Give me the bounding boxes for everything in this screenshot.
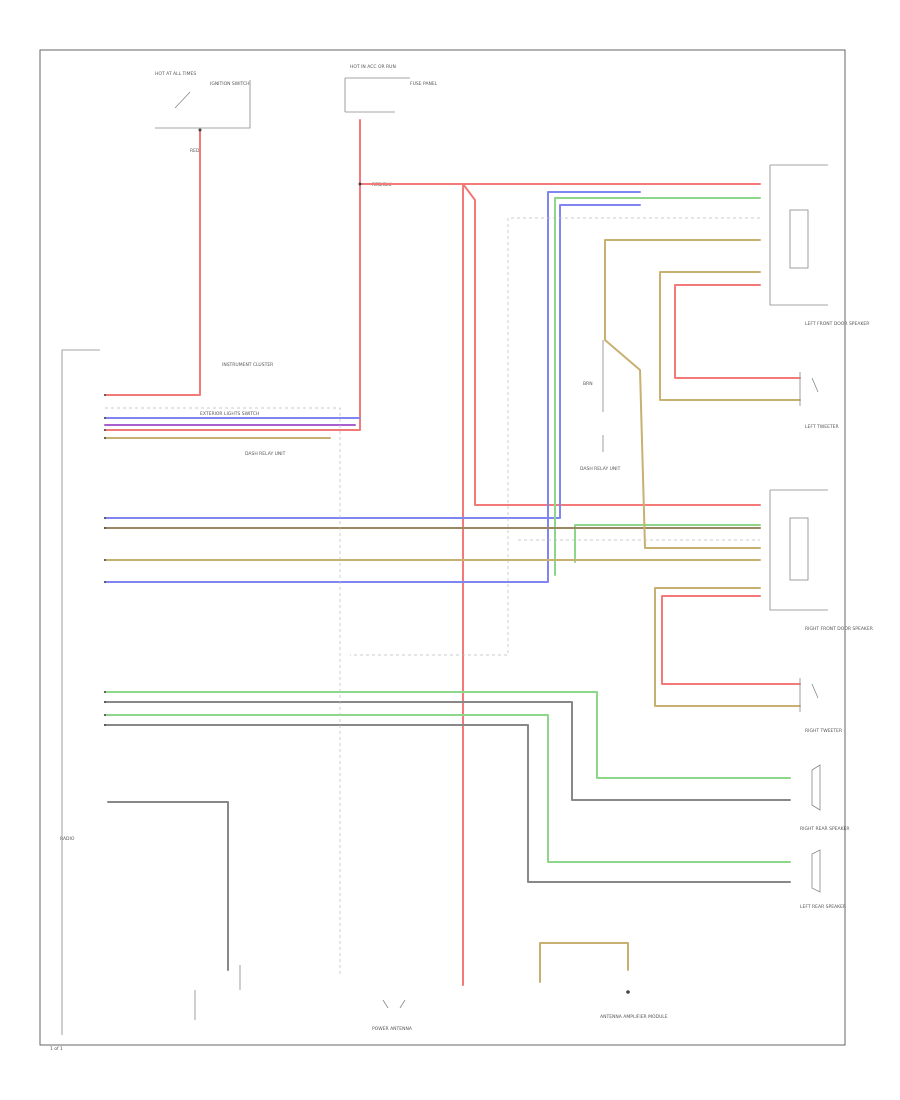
right-rear-speaker-label: RIGHT REAR SPEAKER [800,826,850,832]
wire-blue-right-door [104,204,641,519]
radio-connector-pins [104,394,106,726]
left-door-speaker-box [769,164,828,306]
right-door-speaker-icon [789,517,809,581]
right-door-speaker-label: RIGHT FRONT DOOR SPEAKER [805,626,873,632]
antenna-module-pin [626,990,630,994]
wire-red-ignition [104,129,201,396]
wire-gray-rear-right [104,701,791,801]
radio-housing [61,349,100,1035]
left-rear-speaker-icon [811,849,821,893]
dash-relay-link-2 [350,218,509,656]
left-rear-speaker-label: LEFT REAR SPEAKER [800,904,846,910]
hot-at-all-times-label: HOT AT ALL TIMES [155,71,196,77]
wire-tan-left-spk [604,239,761,549]
right-door-speaker-box [769,489,828,611]
wire-tan-right-tweeter [654,587,801,707]
wire-green-right-door [574,524,761,563]
antenna-module-label: ANTENNA AMPLIFIER MODULE [600,1014,668,1020]
ignition-switch-label: IGNITION SWITCH [210,81,250,87]
wire-red-vertical [462,183,761,506]
wire-green-top [554,197,761,576]
wire-green-rear-right [104,691,791,779]
ignition-switch-box [155,80,251,129]
ground-switch [194,965,241,1020]
ignition-switch-contact [174,91,191,109]
diagram-frame [39,49,846,1046]
left-tweeter-label: LEFT TWEETER [805,424,839,430]
power-antenna-label: POWER ANTENNA [372,1026,413,1032]
left-tweeter-icon [799,372,819,406]
wire-gray-ground [107,801,229,971]
dash-relay-link [105,407,341,975]
right-tweeter-icon [799,678,819,712]
wire-green-rear-left [104,714,791,863]
wire-red-right-tweeter [661,595,801,685]
relay-brn-label: BRN [583,381,593,387]
fuse-panel-label: FUSE PANEL [410,81,438,87]
left-door-speaker-label: LEFT FRONT DOOR SPEAKER [805,321,869,327]
pin-fuse [358,182,362,186]
dash-relay-label: DASH RELAY UNIT [245,451,286,457]
hot-in-acc-label: HOT IN ACC OR RUN [350,64,396,70]
relay-dash-label: DASH RELAY UNIT [580,466,621,472]
right-tweeter-label: RIGHT TWEETER [805,728,842,734]
page-number: 1 of 1 [50,1046,63,1052]
wire-blue-left-door [104,191,641,583]
wire-red-fuse [104,119,361,431]
pin-ign [198,128,202,132]
wire-tan-antenna-module [539,942,629,983]
instrument-cluster-label: INSTRUMENT CLUSTER [222,362,273,368]
exterior-lights-label: EXTERIOR LIGHTS SWITCH [200,411,259,417]
wire-tan-left-tweeter [659,271,801,401]
wire-gray-rear-left [104,724,791,883]
right-rear-speaker-icon [811,764,821,811]
radio-label: RADIO [60,836,75,842]
power-antenna-icon [382,999,406,1009]
fuse-panel-box [344,77,410,113]
wire-red-left-tweeter [674,284,801,379]
left-door-speaker-icon [789,209,809,269]
wire-red-label-top: RED [190,148,200,154]
